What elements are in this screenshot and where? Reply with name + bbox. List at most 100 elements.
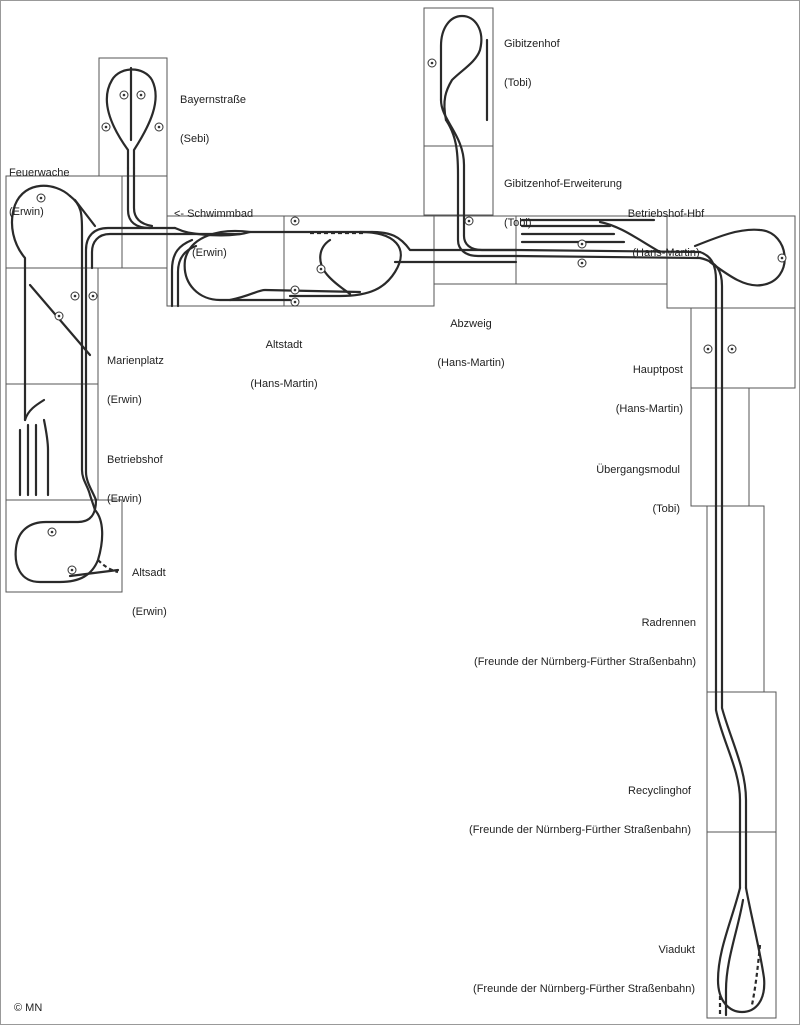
label-altstadt-hm: Altstadt (Hans-Martin) <box>224 313 344 404</box>
module-name: Gibitzenhof-Erweiterung <box>504 178 623 190</box>
track-altstadt-loop-inner <box>170 238 194 308</box>
track-main-west-a <box>84 226 177 270</box>
track-altsadt-spur <box>68 568 120 578</box>
track-bayernstrasse-down-a <box>126 166 152 230</box>
module-owner: (Erwin) <box>132 606 167 618</box>
module-owner: (Freunde der Nürnberg-Fürther Straßenbah… <box>469 824 691 836</box>
track-bayernstrasse-down-b <box>132 166 154 228</box>
module-box-altsadt <box>5 499 123 593</box>
module-name: Radrennen <box>641 617 696 629</box>
track-altstadt-east-loop <box>288 230 402 298</box>
module-owner: (Freunde der Nürnberg-Fürther Straßenbah… <box>474 656 696 668</box>
signal-icon <box>727 344 737 354</box>
track-altstadt-loop-inner2 <box>176 244 198 308</box>
label-bayernstrasse: Bayernstraße (Sebi) <box>180 68 246 159</box>
track-altsadt-loop <box>14 498 104 584</box>
module-name: Altsadt <box>132 567 166 579</box>
label-viadukt: Viadukt (Freunde der Nürnberg-Fürther St… <box>419 918 695 1009</box>
label-marienplatz: Marienplatz (Erwin) <box>107 329 164 420</box>
track-gibitzenhof-loop <box>439 14 483 122</box>
module-owner: (Hans-Martin) <box>250 378 318 390</box>
module-box-viadukt <box>706 831 777 1019</box>
signal-icon <box>577 258 587 268</box>
module-owner: (Sebi) <box>180 133 210 145</box>
module-owner: (Hans-Martin) <box>437 357 505 369</box>
track-west-line-c <box>84 266 98 502</box>
signal-icon <box>290 297 300 307</box>
signal-icon <box>577 239 587 249</box>
module-owner: (Hans-Martin) <box>632 247 700 259</box>
signal-icon <box>316 264 326 274</box>
label-abzweig: Abzweig (Hans-Martin) <box>418 292 524 383</box>
signal-icon <box>67 565 77 575</box>
track-hbf-main-a <box>514 248 702 254</box>
label-altsadt: Altsadt (Erwin) <box>132 541 167 632</box>
module-owner: (Tobi) <box>504 77 532 89</box>
module-owner: (Erwin) <box>192 247 227 259</box>
track-feuerwache-loop <box>10 184 72 270</box>
signal-icon <box>88 291 98 301</box>
track-west-line-b <box>80 266 97 512</box>
tracks <box>10 14 786 1017</box>
signal-icon <box>290 285 300 295</box>
module-owner: (Hans-Martin) <box>615 403 683 415</box>
signal-icon <box>464 216 474 226</box>
label-gibitzenhof-erweiterung: Gibitzenhof-Erweiterung (Tobi) <box>504 152 622 243</box>
track-feuerwache-spur <box>73 198 97 228</box>
module-owner: (Erwin) <box>107 394 142 406</box>
module-owner: (Erwin) <box>9 206 44 218</box>
module-name: Viadukt <box>658 944 696 956</box>
module-name: Betriebshof-Hbf <box>627 208 705 220</box>
module-owner: (Freunde der Nürnberg-Fürther Straßenbah… <box>473 983 695 995</box>
label-hauptpost: Hauptpost (Hans-Martin) <box>560 338 683 429</box>
module-name: Abzweig <box>450 318 492 330</box>
track-gibitzenhof-down-a <box>444 118 518 258</box>
signal-icon <box>154 122 164 132</box>
label-betriebshof-hbf: Betriebshof-Hbf (Hans-Martin) <box>612 182 720 273</box>
track-hbf-main-b <box>514 254 702 260</box>
track-viadukt-loop <box>716 886 766 1014</box>
module-owner: (Tobi) <box>652 503 680 515</box>
module-name: Hauptpost <box>632 364 683 376</box>
track-bayernstrasse-loop <box>105 68 157 170</box>
label-schwimmbad: <- Schwimmbad (Erwin) <box>174 182 253 273</box>
signal-icon <box>777 253 787 263</box>
track-recycling-a <box>714 688 742 890</box>
module-name: Feuerwache <box>9 167 70 179</box>
module-name: Übergangsmodul <box>596 464 680 476</box>
signal-icon <box>36 193 46 203</box>
signal-icon <box>290 216 300 226</box>
label-uebergangsmodul: Übergangsmodul (Tobi) <box>560 438 680 529</box>
track-east-down-a <box>698 250 718 692</box>
module-box-uebergangsmodul <box>690 387 750 507</box>
track-main-west-b <box>90 232 177 270</box>
track-hbf-loop <box>693 228 786 287</box>
track-altstadt-east-spur <box>319 238 352 296</box>
track-depot-4 <box>42 418 50 497</box>
track-east-down-b <box>698 256 724 692</box>
track-viadukt-dashed <box>750 944 762 1006</box>
track-viadukt-inner <box>724 898 745 1017</box>
copyright-note: © MN <box>14 1002 43 1014</box>
module-name: Altstadt <box>265 339 303 351</box>
module-box-marienplatz <box>5 267 99 385</box>
track-depot-fan <box>23 398 46 422</box>
signal-icon <box>119 90 129 100</box>
module-name: Betriebshof <box>107 454 163 466</box>
track-altstadt-siding <box>228 288 362 302</box>
track-altsadt-dashed <box>97 559 119 574</box>
signal-icon <box>47 527 57 537</box>
label-feuerwache: Feuerwache (Erwin) <box>9 141 70 232</box>
signal-icon <box>101 122 111 132</box>
signal-icon <box>703 344 713 354</box>
signal-icon <box>136 90 146 100</box>
module-name: Marienplatz <box>107 355 164 367</box>
module-name: Bayernstraße <box>180 94 247 106</box>
track-altstadt-loop <box>183 229 292 302</box>
label-radrennen: Radrennen (Freunde der Nürnberg-Fürther … <box>420 591 696 682</box>
module-name: Recyclinghof <box>628 785 691 797</box>
module-box-gibitzenhof <box>423 7 494 147</box>
track-feuerwache-loop-2 <box>68 194 84 270</box>
signals <box>36 58 787 575</box>
